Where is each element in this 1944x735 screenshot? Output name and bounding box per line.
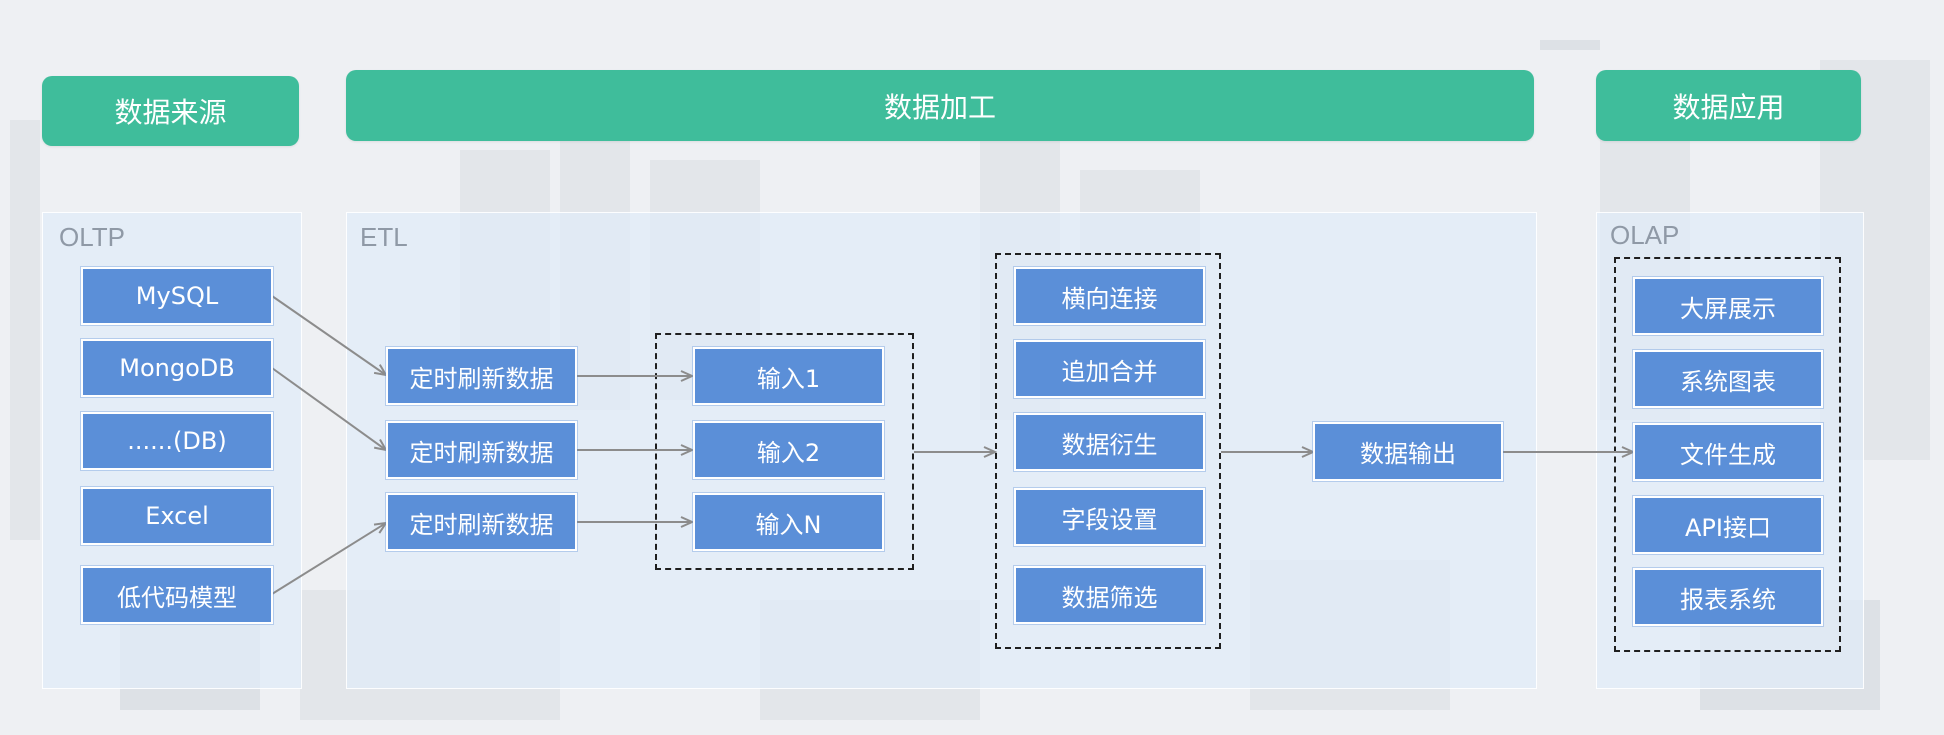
applications-group [1614,257,1841,652]
source-mongodb-label: MongoDB [119,354,235,382]
app-report-system-label: 报表系统 [1680,585,1776,614]
source-mysql-label: MySQL [135,282,219,310]
panel-label-olap: OLAP [1610,220,1680,250]
refresh-data-1-label: 定时刷新数据 [409,364,554,393]
refresh-data-3[interactable]: 定时刷新数据 [386,493,577,551]
panel-label-oltp: OLTP [59,222,125,252]
inputs-group [655,333,914,570]
operation-horizontal-join-label: 横向连接 [1061,284,1158,313]
source-other-db[interactable]: ......(DB) [81,412,273,470]
app-big-screen-label: 大屏展示 [1680,294,1776,323]
app-big-screen[interactable]: 大屏展示 [1633,277,1823,335]
data-output-label: 数据输出 [1360,440,1456,468]
input-1[interactable]: 输入1 [693,347,884,405]
source-lowcode-model-label: 低代码模型 [117,583,237,612]
app-api-interface-label: API接口 [1685,513,1771,542]
data-output[interactable]: 数据输出 [1313,422,1503,481]
operation-data-filter-label: 数据筛选 [1061,583,1158,612]
header-data-processing: 数据加工 [346,70,1534,141]
operation-horizontal-join[interactable]: 横向连接 [1014,267,1205,325]
operation-append-merge-label: 追加合并 [1061,357,1158,386]
refresh-data-3-label: 定时刷新数据 [409,510,554,539]
header-data-application-text: 数据应用 [1672,90,1785,124]
operation-field-settings[interactable]: 字段设置 [1014,488,1205,546]
input-n-label: 输入N [755,510,822,539]
app-file-generation-label: 文件生成 [1680,440,1776,469]
operation-field-settings-label: 字段设置 [1061,505,1158,534]
input-2-label: 输入2 [756,438,821,467]
panel-label-etl: ETL [360,222,408,252]
source-other-db-label: ......(DB) [127,427,227,455]
header-data-application: 数据应用 [1596,70,1861,141]
source-mongodb[interactable]: MongoDB [81,339,273,397]
app-report-system[interactable]: 报表系统 [1633,568,1823,626]
source-excel-label: Excel [145,502,209,530]
header-data-source-text: 数据来源 [114,96,227,129]
operation-append-merge[interactable]: 追加合并 [1014,340,1205,398]
input-2[interactable]: 输入2 [693,421,884,479]
app-file-generation[interactable]: 文件生成 [1633,423,1823,481]
input-n[interactable]: 输入N [693,493,884,551]
operation-data-derive[interactable]: 数据衍生 [1014,413,1205,471]
header-data-processing-text: 数据加工 [883,90,996,124]
source-lowcode-model[interactable]: 低代码模型 [81,566,273,624]
app-api-interface[interactable]: API接口 [1633,496,1823,554]
refresh-data-1[interactable]: 定时刷新数据 [386,347,577,405]
app-system-chart-label: 系统图表 [1680,367,1776,396]
source-mysql[interactable]: MySQL [81,267,273,325]
operation-data-filter[interactable]: 数据筛选 [1014,566,1205,624]
operation-data-derive-label: 数据衍生 [1061,430,1158,459]
refresh-data-2[interactable]: 定时刷新数据 [386,421,577,479]
header-data-source: 数据来源 [42,76,299,146]
refresh-data-2-label: 定时刷新数据 [409,438,554,467]
input-1-label: 输入1 [756,364,821,393]
app-system-chart[interactable]: 系统图表 [1633,350,1823,408]
source-excel[interactable]: Excel [81,487,273,545]
